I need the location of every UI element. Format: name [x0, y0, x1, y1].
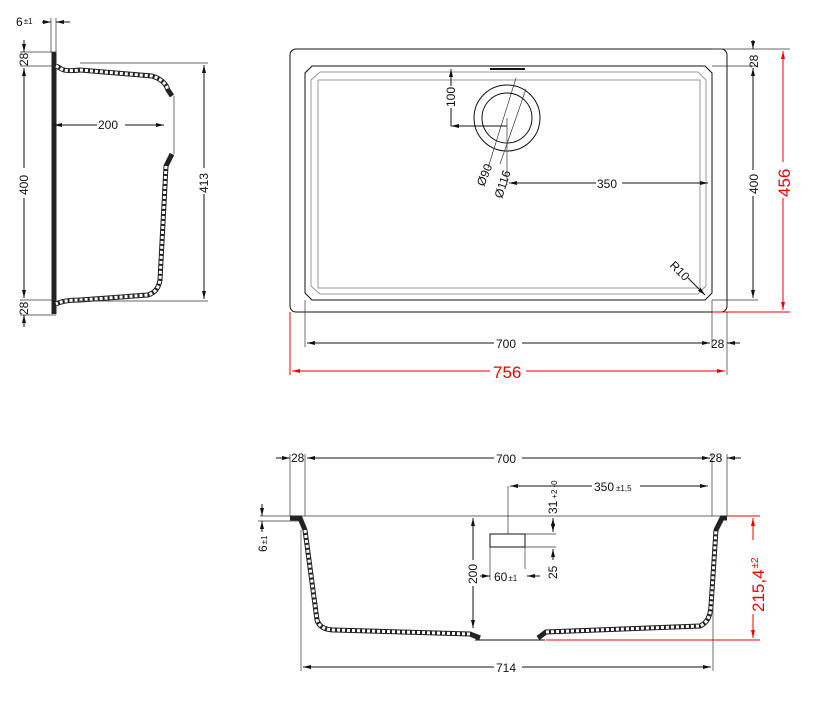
- plan-view: 100 Ø90 Ø116 350 R10 28 400 456 700 28 7…: [289, 40, 794, 382]
- slot-width-tol: ±1: [508, 574, 517, 583]
- plan-rim-right-dim: 28: [747, 54, 761, 68]
- plan-inner-length-dim: 700: [496, 337, 516, 351]
- side-inner-length-dim: 400: [17, 175, 31, 195]
- overflow-offset-label: 350±1,5: [594, 480, 632, 494]
- overflow-height-dim: 31: [546, 500, 560, 514]
- drain-offset-dim: 100: [444, 87, 458, 107]
- front-flange-label: 6±1: [256, 535, 270, 552]
- sink-outer-rim: [289, 48, 728, 313]
- bottom-length-dim: 714: [496, 661, 516, 675]
- slot-height-dim: 25: [546, 565, 560, 579]
- front-flange-dim: 6: [256, 545, 270, 552]
- slot-width-dim: 60: [494, 570, 508, 584]
- plan-overall-width-dim: 456: [775, 169, 794, 197]
- overflow-tol-plus: +2: [550, 489, 559, 499]
- side-flange-tol: ±1: [24, 17, 33, 26]
- overall-depth-label: 215,4±2: [749, 557, 768, 612]
- front-depth-dim: 200: [466, 564, 480, 584]
- side-profile: [51, 52, 175, 314]
- front-rim-right-dim: 28: [709, 451, 723, 465]
- plan-overall-length-dim: 756: [493, 363, 521, 382]
- drain-inner-dia-dim: Ø90: [474, 162, 496, 189]
- side-view: 6±1 28 400 28 200 413: [16, 15, 211, 327]
- overflow-offset-tol: ±1,5: [616, 484, 632, 493]
- side-depth-dim: 200: [98, 118, 118, 132]
- front-rim-left-dim: 28: [291, 451, 305, 465]
- slot-width-label: 60±1: [494, 570, 518, 584]
- side-rim-top-dim: 28: [17, 52, 31, 66]
- overall-depth-tol: ±2: [750, 557, 761, 568]
- plan-inner-width-dim: 400: [747, 174, 761, 194]
- overflow-offset-dim: 350: [594, 480, 614, 494]
- plan-rim-bottom-dim: 28: [711, 337, 725, 351]
- side-outer-length-dim: 413: [197, 173, 211, 193]
- overflow-height-label: 31+2-0: [546, 480, 560, 514]
- front-inner-length-dim: 700: [496, 452, 516, 466]
- drain-outer-dia-dim: Ø116: [492, 168, 514, 200]
- side-flange-dim: 6: [16, 15, 23, 29]
- front-view: 28 700 28 350±1,5 31+2-0 25 60±1 200 6±1…: [256, 451, 768, 675]
- side-rim-bottom-dim: 28: [17, 301, 31, 315]
- front-flange-tol: ±1: [260, 535, 269, 544]
- drain-to-edge-dim: 350: [597, 177, 617, 191]
- overflow-tol-minus: -0: [550, 480, 559, 488]
- corner-radius-dim: R10: [667, 258, 693, 284]
- side-flange-label: 6±1: [16, 15, 33, 29]
- overflow-slot-section: [489, 533, 526, 548]
- sink-bowl-edge: [304, 65, 713, 301]
- overall-depth-dim: 215,4: [749, 569, 768, 612]
